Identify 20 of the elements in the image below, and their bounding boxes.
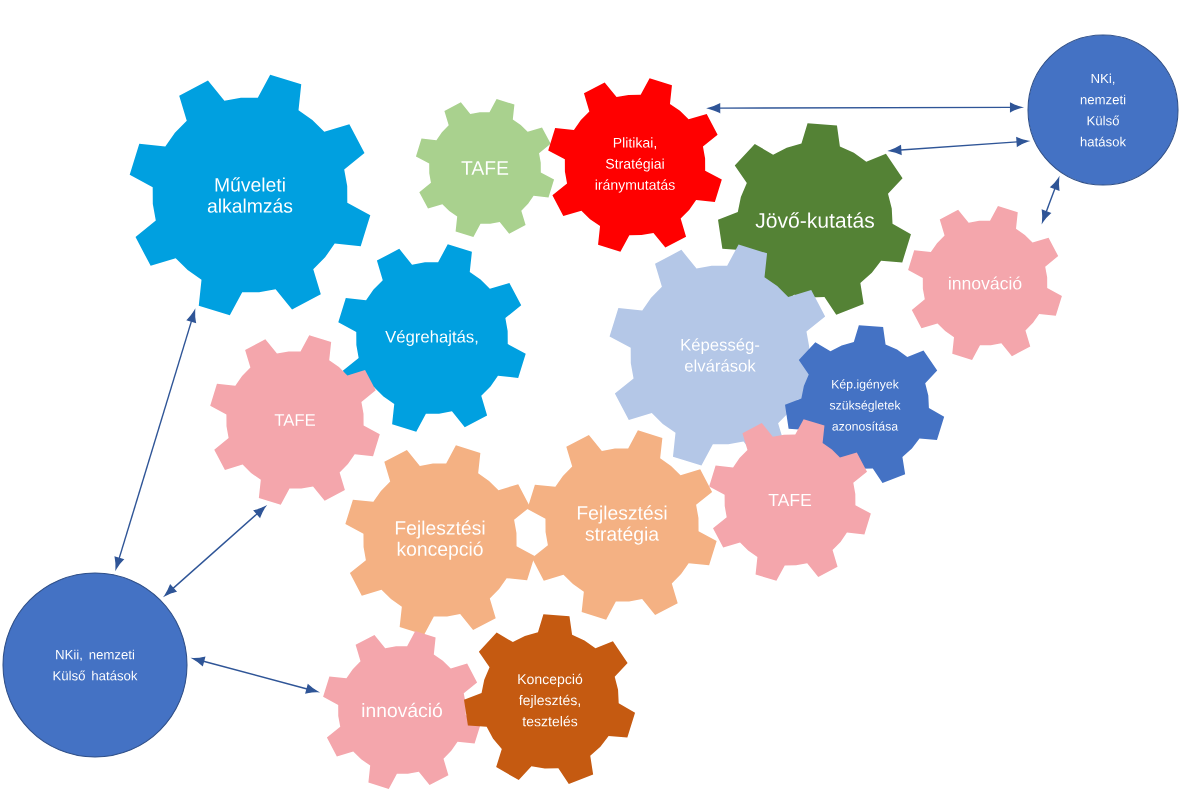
gear: Jövő-kutatás xyxy=(718,123,911,315)
arrow xyxy=(192,656,318,694)
gear: innováció xyxy=(323,631,481,789)
gear: Koncepció fejlesztés, tesztelés xyxy=(464,614,636,784)
arrow xyxy=(708,102,1022,113)
arrow xyxy=(889,137,1029,155)
gear: TAFE xyxy=(415,98,555,238)
gear: Fejlesztési stratégia xyxy=(527,430,717,620)
arrow xyxy=(1041,177,1060,223)
gear: Műveleti alkalmzás xyxy=(129,74,371,316)
gear: innováció xyxy=(908,206,1062,360)
arrow xyxy=(114,310,197,570)
circle-node: NKii, nemzeti Külső hatások xyxy=(2,572,188,758)
gear: Végrehajtás, xyxy=(338,244,526,432)
circle-node: NKi, nemzeti Külső hatások xyxy=(1027,34,1179,186)
gear: TAFE xyxy=(210,335,380,505)
arrow xyxy=(164,506,266,597)
gear: Képesség-elvárások xyxy=(609,244,831,466)
gear: Plitikai, Stratégiai iránymutatás xyxy=(548,78,722,252)
gear: Fejlesztési koncepció xyxy=(345,445,535,635)
